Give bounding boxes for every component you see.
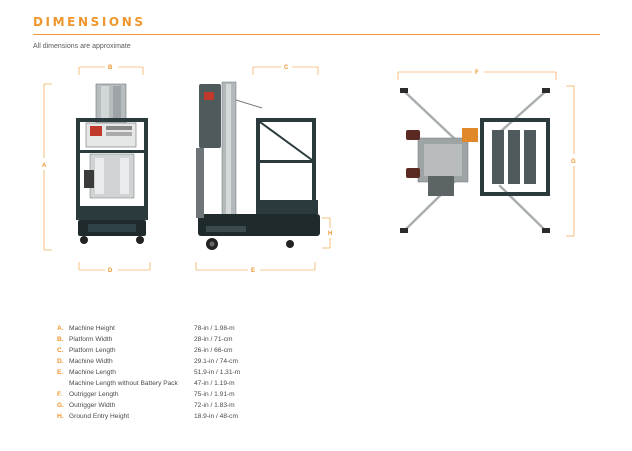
front-view-drawing: B A D [42,65,151,274]
spec-name: Platform Length [69,347,116,354]
dim-label-a: A [42,163,47,169]
approximate-note: All dimensions are approximate [33,43,131,50]
spec-letter: G. [57,402,64,409]
spec-name: Outrigger Width [69,402,116,409]
page-title: DIMENSIONS [33,15,146,29]
spec-name: Machine Height [69,325,115,332]
spec-value: 72-in / 1.83-m [194,402,235,409]
spec-value: 26-in / 66-cm [194,347,233,354]
dim-label-f: F [475,70,479,76]
spec-letter: C. [57,347,64,354]
spec-name: Machine Length [69,369,116,376]
spec-value: 51.9-in / 1.31-m [194,369,241,376]
spec-value: 18.9-in / 48-cm [194,413,238,420]
dim-label-c: C [284,65,289,71]
spec-value: 47-in / 1.19-m [194,380,235,387]
side-view-drawing: C H E [195,65,332,274]
spec-name: Ground Entry Height [69,413,130,420]
dim-label-d: D [108,268,113,274]
spec-letter: B. [57,336,64,343]
dim-label-e: E [251,268,255,274]
spec-value: 29.1-in / 74-cm [194,358,238,365]
title-divider [33,34,600,35]
spec-letter: D. [57,358,64,365]
spec-name: Outrigger Length [69,391,119,398]
spec-letter: H. [57,413,64,420]
spec-name: Machine Width [69,358,113,365]
dim-label-b: B [108,65,113,71]
spec-letter: E. [57,369,64,376]
dim-label-h: H [328,231,332,237]
spec-value: 78-in / 1.98-m [194,325,235,332]
dim-label-g: G [571,159,576,165]
spec-value: 28-in / 71-cm [194,336,233,343]
spec-value: 75-in / 1.91-m [194,391,235,398]
top-view-drawing: F G [397,70,576,237]
spec-name: Platform Width [69,336,113,343]
spec-letter: A. [57,325,64,332]
spec-name: Machine Length without Battery Pack [69,380,178,387]
spec-letter: F. [57,391,63,398]
